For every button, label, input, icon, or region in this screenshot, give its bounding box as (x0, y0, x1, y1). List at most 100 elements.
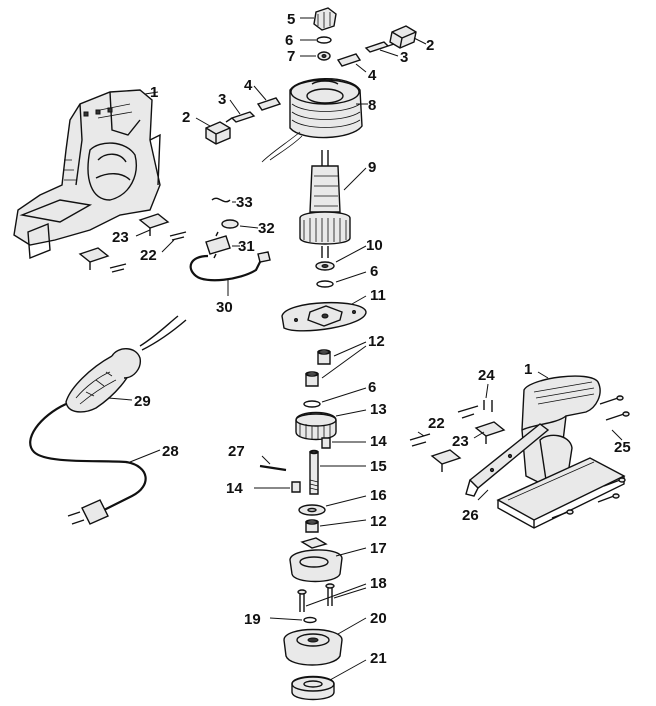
washer-6-top-part[interactable] (316, 36, 332, 44)
leader-21 (329, 659, 367, 681)
wire-lead-30-part[interactable] (189, 251, 271, 282)
pin-14-left-part[interactable] (291, 481, 301, 493)
baffle-plate-11-part[interactable] (281, 301, 367, 332)
leader-9 (343, 167, 367, 191)
bearing-12-bottom-part[interactable] (305, 519, 319, 533)
callout-6-low: 6 (368, 379, 376, 396)
leader-24 (485, 383, 489, 399)
leader-18a (305, 583, 367, 607)
leader-32 (239, 225, 259, 229)
washer-6-mid-part[interactable] (316, 280, 334, 288)
brush-cap-4-right-part[interactable] (336, 53, 362, 67)
bearing-12-lower-part[interactable] (305, 371, 319, 387)
clamp-lever-26-part[interactable] (465, 423, 550, 497)
pin-14-right-part[interactable] (321, 437, 331, 449)
leader-12a (333, 341, 367, 357)
callout-2-left: 2 (182, 109, 190, 126)
switch-31-part[interactable] (205, 231, 231, 259)
leader-23b (473, 431, 485, 439)
callout-12-bottom: 12 (370, 513, 387, 530)
callout-6-mid: 6 (370, 263, 378, 280)
brush-3-left-part[interactable] (225, 111, 256, 123)
leader-20 (337, 617, 367, 635)
pad-23-left-part[interactable] (78, 213, 170, 270)
callout-5: 5 (287, 11, 295, 28)
callout-22-left: 22 (140, 247, 157, 264)
spindle-15-part[interactable] (309, 449, 319, 495)
leader-11 (351, 295, 367, 305)
callout-3-left: 3 (218, 91, 226, 108)
leader-18b (333, 587, 367, 599)
power-cord-28-part[interactable] (29, 403, 147, 525)
callout-14-left: 14 (226, 480, 243, 497)
washer-19-part[interactable] (303, 616, 317, 624)
callout-32: 32 (258, 220, 275, 237)
bearing-12-upper-part[interactable] (317, 349, 331, 365)
callout-29: 29 (134, 393, 151, 410)
leader-6b (335, 271, 367, 283)
button-32-part[interactable] (221, 219, 239, 229)
leader-22b (417, 431, 425, 437)
leader-10 (335, 245, 367, 263)
bearing-10-part[interactable] (315, 261, 335, 271)
leader-12b (319, 519, 367, 527)
leader-2b (413, 37, 427, 45)
field-coil-8-part[interactable] (261, 78, 363, 163)
callout-28: 28 (162, 443, 179, 460)
nut-5-part[interactable] (313, 7, 337, 31)
leader-16 (325, 495, 367, 507)
leader-3b (379, 49, 399, 57)
callout-6-top: 6 (285, 32, 293, 49)
callout-23-right: 23 (452, 433, 469, 450)
armature-9-part[interactable] (299, 150, 351, 258)
callout-13: 13 (370, 401, 387, 418)
screw-22-left-part[interactable] (109, 231, 187, 273)
counterweight-20-part[interactable] (283, 628, 343, 666)
callout-23-left: 23 (112, 229, 129, 246)
callout-1-right: 1 (524, 361, 532, 378)
key-27-part[interactable] (259, 464, 287, 472)
gear-13-part[interactable] (295, 411, 337, 441)
callout-4-right: 4 (368, 67, 377, 84)
screws-25-part[interactable] (551, 395, 630, 519)
nut-7-part[interactable] (317, 51, 331, 61)
callout-14-right: 14 (370, 433, 387, 450)
leader-22a (161, 239, 175, 253)
callout-30: 30 (216, 299, 233, 316)
screw-22-right-part[interactable] (409, 433, 431, 447)
brush-holder-2-right-part[interactable] (389, 25, 417, 49)
clips-24-part[interactable] (457, 400, 493, 419)
housing-left-part[interactable] (13, 89, 161, 260)
callout-15: 15 (370, 458, 387, 475)
leader-1b (537, 371, 549, 379)
brush-holder-2-left-part[interactable] (205, 121, 231, 145)
washer-6-low-part[interactable] (303, 400, 321, 408)
callout-8: 8 (368, 97, 376, 114)
callout-18: 18 (370, 575, 387, 592)
leader-1a (144, 91, 159, 95)
callout-19: 19 (244, 611, 261, 628)
leader-12a-2 (321, 345, 367, 379)
callout-24: 24 (478, 367, 495, 384)
spring-33-part[interactable] (211, 197, 231, 203)
leader-3a (229, 99, 241, 115)
strain-relief-29-part[interactable] (65, 315, 187, 413)
bearing-21-part[interactable] (291, 675, 335, 701)
leader-17 (335, 547, 367, 557)
leader-28 (129, 449, 161, 463)
callout-33: 33 (236, 194, 253, 211)
callout-21: 21 (370, 650, 387, 667)
housing-right-part[interactable] (521, 375, 601, 487)
callout-26: 26 (462, 507, 479, 524)
washer-16-part[interactable] (298, 504, 326, 516)
leader-6c (321, 387, 367, 403)
callout-16: 16 (370, 487, 387, 504)
leader-29 (107, 397, 133, 401)
brush-3-right-part[interactable] (364, 41, 395, 53)
bearing-housing-17-part[interactable] (289, 537, 343, 583)
leader-13 (335, 409, 367, 417)
brush-cap-4-left-part[interactable] (256, 97, 282, 111)
leader-4a (253, 85, 267, 101)
leader-27 (261, 455, 271, 465)
